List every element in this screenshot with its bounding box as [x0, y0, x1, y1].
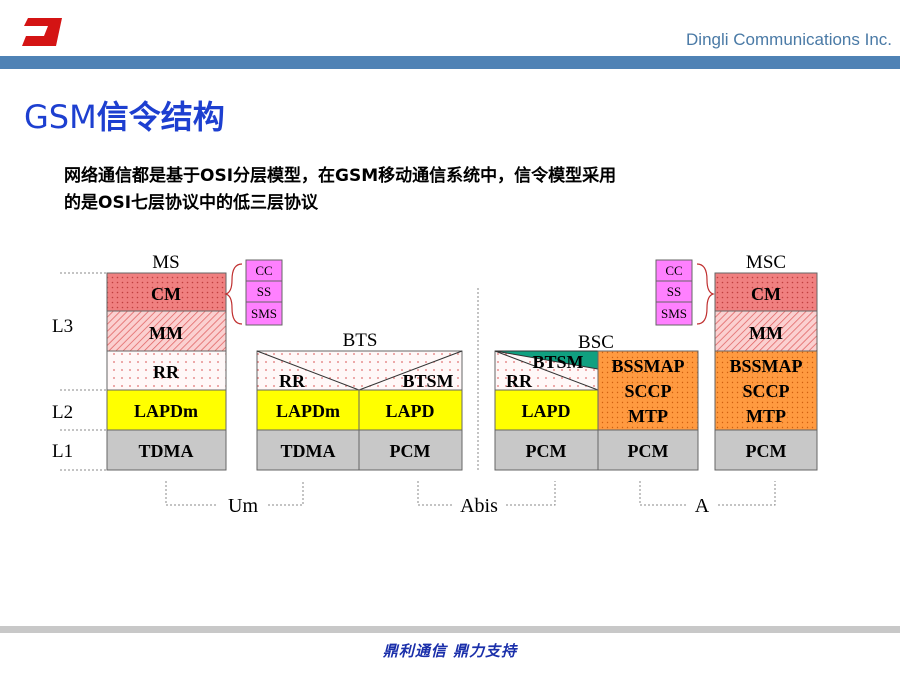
diagram-svg: L3 L2 L1 MS CM MM RR LAPDm TDMA CC SS SM…	[52, 252, 818, 517]
interface-brackets	[165, 481, 776, 506]
bsc-pcm-a-label: PCM	[526, 441, 567, 461]
layer-label-l2: L2	[52, 402, 73, 423]
company-name: Dingli Communications Inc.	[686, 30, 892, 49]
node-label-msc: MSC	[746, 252, 786, 273]
ms-stack	[106, 272, 227, 471]
bts-lapdm-label: LAPDm	[276, 401, 340, 421]
bts-l3-block	[256, 350, 463, 391]
bts-tdma-label: TDMA	[281, 441, 336, 461]
bsc-mtp-label: MTP	[628, 406, 668, 426]
bts-stack	[256, 350, 463, 471]
msc-brace	[696, 263, 715, 325]
dingli-logo-icon	[18, 14, 66, 50]
interface-label-a: A	[695, 495, 710, 517]
um-bracket-right	[268, 481, 304, 506]
ms-tdma-label: TDMA	[139, 441, 194, 461]
intro-line-2: 的是OSI七层协议中的低三层协议	[64, 193, 319, 213]
bsc-lapd-label: LAPD	[522, 401, 571, 421]
ms-rr-block	[106, 350, 227, 391]
header-bar	[0, 56, 900, 69]
bsc-sccp-label: SCCP	[624, 381, 671, 401]
bts-btsm-label: BTSM	[402, 371, 453, 391]
msc-ss-label: SS	[667, 284, 681, 299]
msc-sms-label: SMS	[661, 306, 687, 321]
ms-lapdm-block	[106, 389, 227, 431]
msc-mtp-label: MTP	[746, 406, 786, 426]
footer-slogan: 鼎利通信 鼎力支持	[382, 642, 518, 660]
title-latin: GSM	[24, 98, 97, 136]
bts-diagonal	[256, 350, 360, 391]
bts-tdma-block	[256, 429, 360, 471]
bsc-rr-label: RR	[506, 371, 533, 391]
footer-bar	[0, 626, 900, 633]
msc-cm-label: CM	[751, 284, 781, 304]
ms-mm-label: MM	[149, 323, 183, 343]
msc-cm-sublayers: CC SS SMS	[655, 259, 715, 326]
abis-bracket-left	[417, 481, 452, 506]
a-bracket-right	[718, 481, 776, 506]
ms-tdma-block	[106, 429, 227, 471]
msc-sms-box	[655, 301, 693, 326]
ms-mm-block	[106, 310, 227, 352]
bsc-pcm-b-block	[597, 429, 699, 471]
ms-cm-sublayers: CC SS SMS	[224, 259, 283, 326]
abis-bracket-right	[506, 481, 556, 506]
bsc-pcm-b-label: PCM	[628, 441, 669, 461]
msc-mm-block	[714, 310, 818, 352]
bsc-bssmap-block	[597, 350, 699, 431]
msc-bssmap-label: BSSMAP	[729, 356, 802, 376]
bsc-diagonal	[494, 350, 599, 391]
ms-rr-label: RR	[153, 362, 180, 382]
ms-brace	[224, 263, 243, 325]
page-title: GSM信令结构	[24, 92, 225, 138]
bts-rr-label: RR	[279, 371, 306, 391]
bts-lapd-label: LAPD	[386, 401, 435, 421]
bts-pcm-block	[358, 429, 463, 471]
msc-stack	[714, 272, 818, 471]
bsc-stack	[494, 350, 699, 471]
ms-cm-label: CM	[151, 284, 181, 304]
layer-label-l3: L3	[52, 316, 73, 337]
node-label-bts: BTS	[343, 330, 378, 351]
ms-sms-box	[245, 301, 283, 326]
intro-text: 网络通信都是基于OSI分层模型，在GSM移动通信系统中，信令模型采用 的是OSI…	[64, 163, 824, 217]
bsc-lapd-block	[494, 389, 599, 431]
bts-lapdm-block	[256, 389, 360, 431]
layer-label-l1: L1	[52, 441, 73, 462]
msc-mm-label: MM	[749, 323, 783, 343]
msc-sccp-label: SCCP	[742, 381, 789, 401]
intro-line-1: 网络通信都是基于OSI分层模型，在GSM移动通信系统中，信令模型采用	[64, 166, 617, 186]
interface-label-abis: Abis	[460, 495, 498, 517]
bts-diagonal	[358, 350, 463, 391]
ms-cm-block	[106, 272, 227, 312]
bts-pcm-label: PCM	[390, 441, 431, 461]
gsm-signaling-diagram: L3 L2 L1 MS CM MM RR LAPDm TDMA CC SS SM…	[0, 240, 900, 530]
a-bracket-left	[639, 481, 686, 506]
msc-pcm-block	[714, 429, 818, 471]
bsc-btsm-label: BTSM	[532, 352, 583, 372]
msc-cc-label: CC	[665, 263, 682, 278]
bsc-pcm-a-block	[494, 429, 599, 471]
ms-ss-label: SS	[257, 284, 271, 299]
title-cn: 信令结构	[96, 98, 225, 136]
node-label-bsc: BSC	[578, 332, 614, 353]
msc-bssmap-block	[714, 350, 818, 431]
ms-lapdm-label: LAPDm	[134, 401, 198, 421]
ms-sms-label: SMS	[251, 306, 277, 321]
bts-lapd-block	[358, 389, 463, 431]
ms-cc-label: CC	[255, 263, 272, 278]
node-label-ms: MS	[152, 252, 179, 273]
interface-label-um: Um	[228, 495, 258, 517]
um-bracket-left	[165, 481, 218, 506]
msc-pcm-label: PCM	[746, 441, 787, 461]
bsc-bssmap-label: BSSMAP	[611, 356, 684, 376]
msc-cm-block	[714, 272, 818, 312]
